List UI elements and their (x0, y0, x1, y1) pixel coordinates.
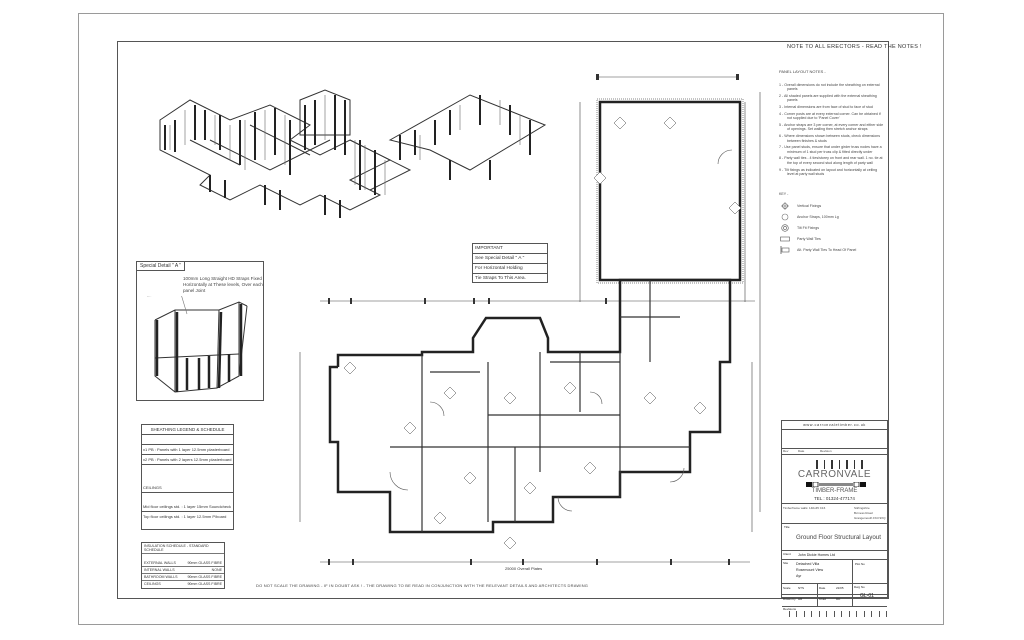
erector-note-header: NOTE TO ALL ERECTORS - READ THE NOTES ! (787, 44, 922, 50)
party-wall-tie-head-icon (779, 245, 791, 254)
sheathing-title: SHEATHING LEGEND & SCHEDULE (142, 425, 233, 435)
sheathing-row: x1 PB : Panels with 1 layer 12.5mm plast… (142, 445, 233, 455)
sheathing-row: x2 PB : Panels with 2 layers 12.5mm plas… (142, 455, 233, 465)
key-label: Alt. Party Wall Ties To Head Of Panel (797, 247, 857, 252)
insulation-schedule: INSULATION SCHEDULE - STANDARD SCHEDULE … (141, 542, 225, 589)
note-item: 5 - Anchor straps are 3 per corner, at e… (779, 122, 884, 132)
key-label: Vertical Fixings (797, 203, 822, 208)
anchor-strap-icon (779, 213, 791, 221)
symbol-key: KEY - Vertical Fixings Anchor Straps, 10… (779, 192, 884, 255)
important-line: Tie Straps To This Area. (475, 276, 526, 281)
sheathing-legend: SHEATHING LEGEND & SCHEDULE x1 PB : Pane… (141, 424, 234, 530)
key-row: Anchor Straps, 100mm Lg (779, 211, 884, 222)
note-item: 3 - Internal dimensions are from face of… (779, 104, 873, 109)
note-item: 8 - Party wall ties - 4 ties/storey on f… (779, 156, 883, 165)
key-label: Party Wall Ties (797, 236, 821, 241)
note-item: 7 - Use panel studs, ensure that under g… (779, 145, 882, 154)
revision-grid (782, 611, 887, 617)
drawing-number: GL-01 (860, 593, 874, 599)
footer-warning-note: DO NOT SCALE THE DRAWING - IF IN DOUBT A… (256, 583, 589, 588)
note-item: 6 - Where dimensions shown between studs… (779, 133, 881, 143)
important-line: See Special Detail " A " (473, 254, 547, 264)
key-row: Party Wall Ties (779, 233, 884, 244)
note-item: 2 - All shaded panels are supplied with … (779, 93, 877, 103)
company-logo: CARRONVALE TIMBER-FRAME TEL : 01324-4771… (782, 455, 887, 504)
note-item: 9 - Tilt fixings as indicated on layout … (779, 167, 878, 177)
detail-description: 100mm Long Straight HD Straps Fixed Hori… (183, 276, 263, 293)
revision-area: Rev Date Revision (782, 430, 887, 455)
ceilings-title: CEILINGS (142, 483, 233, 493)
ceiling-row: Mid floor ceilings std. : 1 layer 15mm S… (142, 502, 233, 512)
client-cell: Client John Dickie Homes Ltd (782, 551, 887, 560)
revision-header: Rev Date Revision (782, 448, 887, 454)
note-item: 4 - Corner posts are at every external c… (779, 111, 881, 121)
ground-floor-plan (299, 74, 761, 565)
insulation-title: INSULATION SCHEDULE - STANDARD SCHEDULE (142, 543, 224, 554)
detail-title: Special Detail " A " (137, 262, 186, 271)
key-label: Anchor Straps, 100mm Lg (797, 214, 839, 219)
company-subtitle: TIMBER-FRAME (811, 488, 858, 494)
logo-band-icon (806, 482, 866, 487)
title-block: www.carronvaletimber.co.uk Rev Date Revi… (781, 420, 888, 617)
key-title: KEY - (779, 192, 789, 196)
key-row: Vertical Fixings (779, 200, 884, 211)
key-row: Tilt Fit Fixings (779, 222, 884, 233)
address-block: Timberframe walls: 140x45 C16 Stirlingsh… (782, 504, 887, 524)
drawing-frame (117, 41, 889, 599)
site-cell: Site Detached Villa Rosemount View Ayr P… (782, 560, 887, 584)
drawing-title-cell: Title Ground Floor Structural Layout (782, 524, 887, 551)
isometric-frame-view (159, 89, 547, 218)
ceiling-row: Top floor ceilings std. : 1 layer 12.5mm… (143, 514, 227, 519)
company-name: CARRONVALE (797, 469, 872, 480)
overall-dimension-label: 25000 Overall Plates (505, 566, 543, 571)
key-row: Alt. Party Wall Ties To Head Of Panel (779, 244, 884, 255)
company-website: www.carronvaletimber.co.uk (782, 421, 887, 430)
panel-layout-notes: PANEL LAYOUT NOTES - 1 - Overall dimensi… (779, 69, 884, 179)
company-phone: TEL : 01324-477174 (814, 496, 855, 501)
notes-title: PANEL LAYOUT NOTES - (779, 69, 826, 74)
vertical-fixings-icon (779, 201, 791, 210)
tilt-fixing-icon (779, 223, 791, 232)
sheet-outer-border (78, 13, 944, 625)
logo-bars-icon (816, 460, 863, 469)
key-label: Tilt Fit Fixings (797, 225, 820, 230)
important-callout: IMPORTANT See Special Detail " A " For H… (472, 243, 548, 283)
special-detail-a: Special Detail " A " 100mm Long Straight… (136, 261, 264, 401)
drawing-meta: Scale NTS Date 22/05 Dwg No GL-01 Drawn … (782, 584, 887, 607)
important-line: For Horizontal Holding (473, 264, 547, 274)
party-wall-tie-icon (779, 235, 791, 243)
important-title: IMPORTANT (473, 244, 547, 254)
bay-panel-detail-drawing (147, 296, 248, 393)
drawing-title: Ground Floor Structural Layout (796, 534, 881, 541)
note-item: 1 - Overall dimensions do not include th… (779, 82, 880, 92)
